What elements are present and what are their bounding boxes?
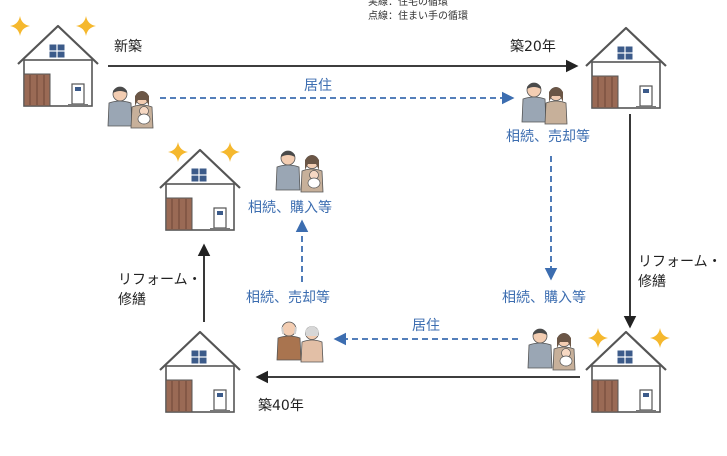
house-icon <box>158 148 242 233</box>
sparkle-icon <box>220 142 240 162</box>
family-icon <box>107 86 154 129</box>
sparkle-icon <box>168 142 188 162</box>
family-icon <box>527 328 576 371</box>
label-residence-bottom: 居住 <box>412 318 440 334</box>
legend-solid-line: 実線：住宅の循環 <box>368 0 448 8</box>
label-inherit-sell-left: 相続、売却等 <box>246 290 330 306</box>
label-20-years: 築20年 <box>510 39 556 55</box>
label-reform-left-2: 修繕 <box>118 292 146 308</box>
couple-icon <box>521 82 568 125</box>
house-icon <box>16 24 100 109</box>
label-residence-top: 居住 <box>304 78 332 94</box>
label-40-years: 築40年 <box>258 398 304 414</box>
label-inherit-buy-right: 相続、購入等 <box>502 290 586 306</box>
legend-dotted-line: 点線：住まい手の循環 <box>368 11 468 22</box>
sparkle-icon <box>10 16 30 36</box>
elderly-couple-icon <box>276 321 324 363</box>
sparkle-icon <box>76 16 96 36</box>
label-reform-left-1: リフォーム・ <box>118 272 202 288</box>
label-reform-right-2: 修繕 <box>638 274 666 290</box>
sparkle-icon <box>588 328 608 348</box>
label-reform-right-1: リフォーム・ <box>638 254 722 270</box>
house-icon <box>158 330 242 415</box>
house-icon <box>584 26 668 111</box>
label-inherit-sell-right: 相続、売却等 <box>506 129 590 145</box>
sparkle-icon <box>650 328 670 348</box>
label-inherit-buy-left: 相続、購入等 <box>248 200 332 216</box>
family-icon <box>275 150 324 193</box>
label-new-build: 新築 <box>114 39 142 55</box>
